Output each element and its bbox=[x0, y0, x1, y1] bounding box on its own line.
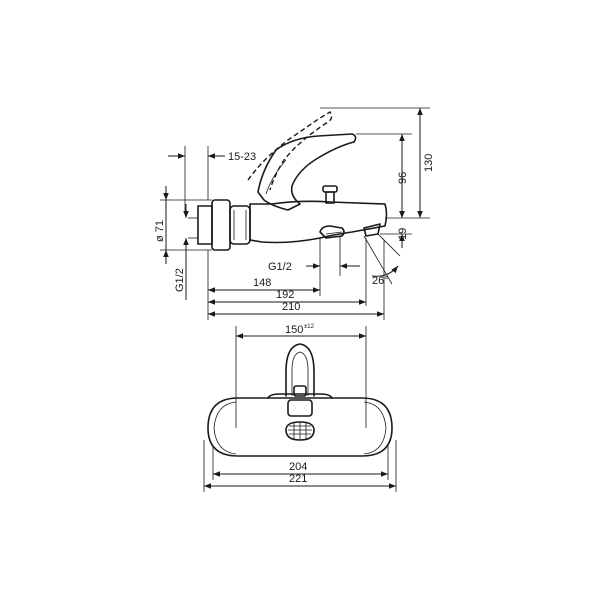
diverter-button bbox=[293, 385, 307, 397]
label-height-130: 130 bbox=[423, 154, 435, 172]
label-width-204: 204 bbox=[289, 461, 307, 473]
dim-widths: 204 221 bbox=[203, 440, 397, 492]
label-spacing-tolerance: ±12 bbox=[304, 324, 315, 330]
front-outlet bbox=[285, 399, 315, 441]
label-diameter-71: ø 71 bbox=[154, 220, 166, 242]
dim-spout: G1/2 26° bbox=[268, 233, 401, 287]
lever-handle bbox=[257, 133, 357, 211]
mixer-body bbox=[249, 200, 388, 244]
label-angle-26: 26° bbox=[372, 275, 389, 287]
dim-spacing-150: 150 ±12 bbox=[235, 324, 367, 428]
label-15-23: 15-23 bbox=[228, 151, 256, 163]
label-length-210: 210 bbox=[282, 301, 300, 313]
wall-connector bbox=[188, 199, 251, 251]
dim-thread-left: G1/2 bbox=[174, 204, 189, 300]
dim-offset-15-23: 15-23 bbox=[168, 146, 256, 212]
front-lever bbox=[285, 343, 315, 397]
dim-heights: 130 96 19 bbox=[320, 107, 435, 248]
lever-raised-position bbox=[247, 111, 333, 191]
label-width-221: 221 bbox=[289, 473, 307, 485]
label-spacing-150: 150 bbox=[285, 324, 303, 336]
spout-outlet bbox=[319, 225, 345, 239]
label-height-19: 19 bbox=[397, 228, 409, 240]
front-view bbox=[207, 343, 393, 457]
label-length-148: 148 bbox=[253, 277, 271, 289]
label-thread-left: G1/2 bbox=[174, 268, 186, 292]
dim-diameter-71: ø 71 bbox=[154, 186, 212, 264]
side-view bbox=[188, 111, 388, 251]
diverter-knob bbox=[322, 185, 338, 204]
label-height-96: 96 bbox=[397, 172, 409, 184]
label-thread-spout: G1/2 bbox=[268, 261, 292, 273]
dim-lengths: 148 192 210 bbox=[207, 238, 385, 320]
label-length-192: 192 bbox=[276, 289, 294, 301]
front-body bbox=[207, 397, 393, 457]
